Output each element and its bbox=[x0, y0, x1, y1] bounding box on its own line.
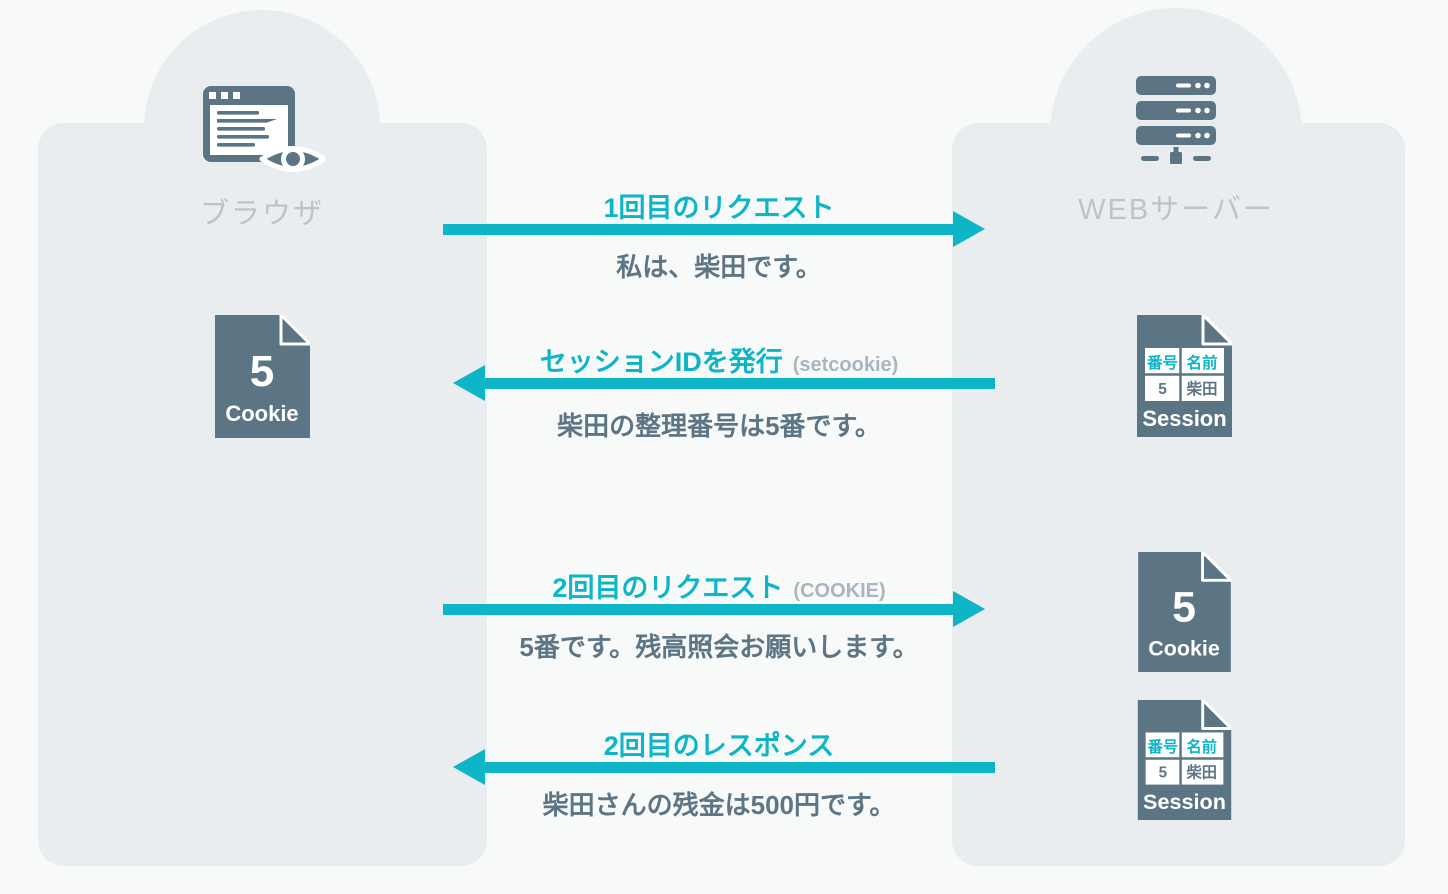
session-table-value-name: 柴田 bbox=[1185, 764, 1216, 782]
flow-issue-session-id: セッションIDを発行 (setcookie) 柴田の整理番号は5番です。 bbox=[443, 340, 995, 460]
flow-title: 2回目のリクエスト (COOKIE) bbox=[443, 566, 995, 605]
flow-title: 1回目のリクエスト bbox=[443, 186, 995, 225]
flow-title-text: セッションIDを発行 bbox=[539, 347, 783, 377]
server-unit bbox=[1136, 76, 1216, 95]
session-doc-label: Session bbox=[1143, 789, 1226, 814]
session-table-value-name: 柴田 bbox=[1185, 379, 1217, 398]
arrow-shaft bbox=[485, 762, 995, 773]
browser-panel bbox=[38, 123, 487, 866]
cookie-session-id: 5 bbox=[1172, 583, 1196, 631]
browser-label: ブラウザ bbox=[199, 198, 324, 230]
session-table-header-number: 番号 bbox=[1147, 738, 1178, 756]
session-table-value-number: 5 bbox=[1159, 765, 1168, 782]
cookie-doc-label: Cookie bbox=[1148, 636, 1220, 660]
arrow-right-icon bbox=[953, 211, 985, 247]
arrow-shaft bbox=[443, 224, 953, 235]
server-unit bbox=[1136, 126, 1216, 145]
arrow-shaft bbox=[485, 378, 995, 389]
session-document-icon: 番号 名前 5 柴田 Session bbox=[1137, 315, 1232, 437]
server-unit bbox=[1136, 101, 1216, 120]
flow-title: 2回目のレスポンス bbox=[443, 724, 995, 763]
browser-window-eye-icon bbox=[203, 86, 325, 172]
session-document-icon: 番号 名前 5 柴田 Session bbox=[1137, 700, 1232, 820]
power-cable-icon bbox=[1141, 147, 1211, 164]
flow-message: 柴田の整理番号は5番です。 bbox=[557, 411, 881, 441]
arrow-left-icon bbox=[453, 365, 485, 401]
flow-second-response: 2回目のレスポンス 柴田さんの残金は500円です。 bbox=[443, 724, 995, 844]
session-table-header-name: 名前 bbox=[1186, 353, 1217, 372]
cookie-doc-label: Cookie bbox=[225, 401, 298, 426]
flow-title: セッションIDを発行 (setcookie) bbox=[443, 340, 995, 379]
folded-corner-icon bbox=[1201, 552, 1232, 582]
flow-title-text: 2回目のレスポンス bbox=[603, 731, 835, 761]
session-doc-label: Session bbox=[1142, 406, 1226, 431]
arrow-shaft bbox=[443, 604, 953, 615]
server-rack-icon bbox=[1136, 76, 1216, 164]
cookie-session-id: 5 bbox=[250, 347, 274, 396]
flow-annotation: (setcookie) bbox=[792, 354, 899, 376]
session-table-header-name: 名前 bbox=[1186, 738, 1216, 756]
arrow-right-icon bbox=[953, 591, 985, 627]
flow-title-text: 2回目のリクエスト bbox=[552, 573, 784, 603]
cookie-document-icon: 5 Cookie bbox=[215, 315, 310, 438]
flow-message: 5番です。残高照会お願いします。 bbox=[519, 632, 919, 662]
session-table-header-number: 番号 bbox=[1146, 353, 1178, 372]
flow-message: 柴田さんの残金は500円です。 bbox=[542, 790, 896, 820]
arrow-left-icon bbox=[453, 749, 485, 785]
flow-second-request: 2回目のリクエスト (COOKIE) 5番です。残高照会お願いします。 bbox=[443, 566, 995, 686]
flow-first-request: 1回目のリクエスト 私は、柴田です。 bbox=[443, 186, 995, 306]
flow-annotation: (COOKIE) bbox=[793, 580, 886, 602]
flow-message: 私は、柴田です。 bbox=[616, 252, 822, 282]
cookie-document-icon: 5 Cookie bbox=[1138, 552, 1232, 672]
eye-icon bbox=[259, 146, 325, 172]
flow-title-text: 1回目のリクエスト bbox=[603, 193, 835, 223]
session-table-value-number: 5 bbox=[1158, 381, 1167, 398]
folded-corner-icon bbox=[1201, 315, 1232, 346]
folded-corner-icon bbox=[1201, 700, 1232, 730]
folded-corner-icon bbox=[279, 315, 310, 346]
server-label: WEBサーバー bbox=[1078, 194, 1274, 226]
